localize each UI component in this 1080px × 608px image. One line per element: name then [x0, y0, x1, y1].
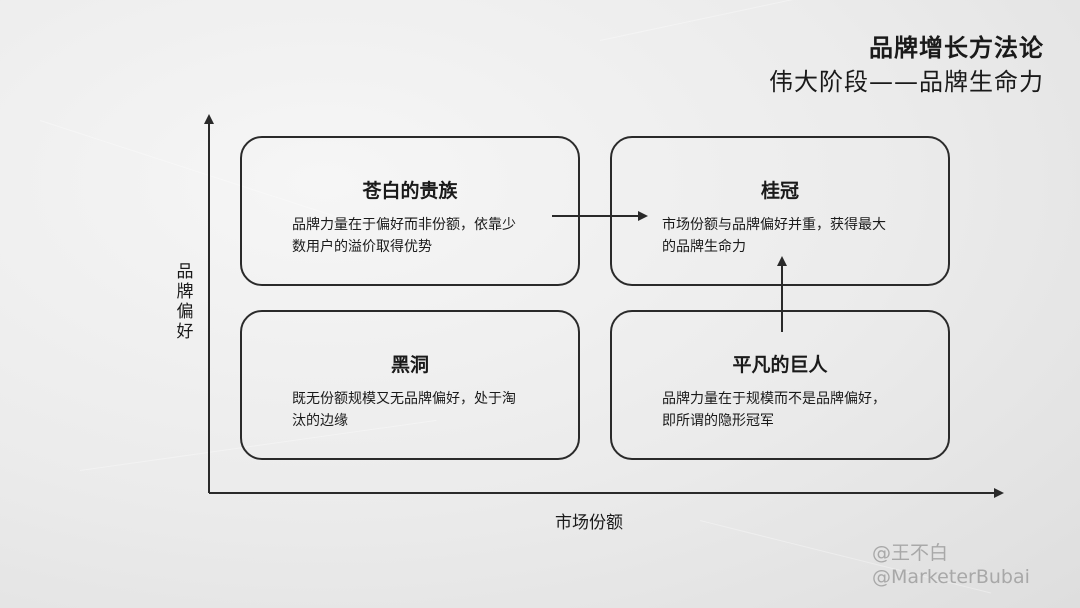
quadrant-bottom-left: 黑洞 既无份额规模又无品牌偏好，处于淘汰的边缘 [240, 310, 580, 460]
quadrant-title: 平凡的巨人 [732, 354, 828, 376]
quadrant-description: 品牌力量在于偏好而非份额，依靠少数用户的溢价取得优势 [292, 217, 516, 255]
watermark-handle: @MarketerBubai [872, 566, 1030, 588]
quadrant-description: 市场份额与品牌偏好并重，获得最大的品牌生命力 [662, 217, 886, 255]
quadrant-description: 品牌力量在于规模而不是品牌偏好，即所谓的隐形冠军 [662, 391, 886, 429]
quadrant-title: 黑洞 [390, 354, 429, 376]
quadrant-title: 苍白的贵族 [362, 180, 458, 202]
quadrant-title: 桂冠 [760, 180, 799, 202]
page-subtitle: 伟大阶段——品牌生命力 [769, 68, 1044, 96]
watermark-author: @王不白 [872, 542, 949, 564]
quadrant-description: 既无份额规模又无品牌偏好，处于淘汰的边缘 [292, 391, 516, 429]
quadrant-top-left: 苍白的贵族 品牌力量在于偏好而非份额，依靠少数用户的溢价取得优势 [240, 136, 580, 286]
x-axis-label: 市场份额 [555, 513, 623, 533]
quadrant-bottom-right: 平凡的巨人 品牌力量在于规模而不是品牌偏好，即所谓的隐形冠军 [610, 310, 950, 460]
quadrant-top-right: 桂冠 市场份额与品牌偏好并重，获得最大的品牌生命力 [610, 136, 950, 286]
y-axis-label: 品牌偏好 [176, 262, 194, 342]
page-title: 品牌增长方法论 [869, 34, 1044, 62]
